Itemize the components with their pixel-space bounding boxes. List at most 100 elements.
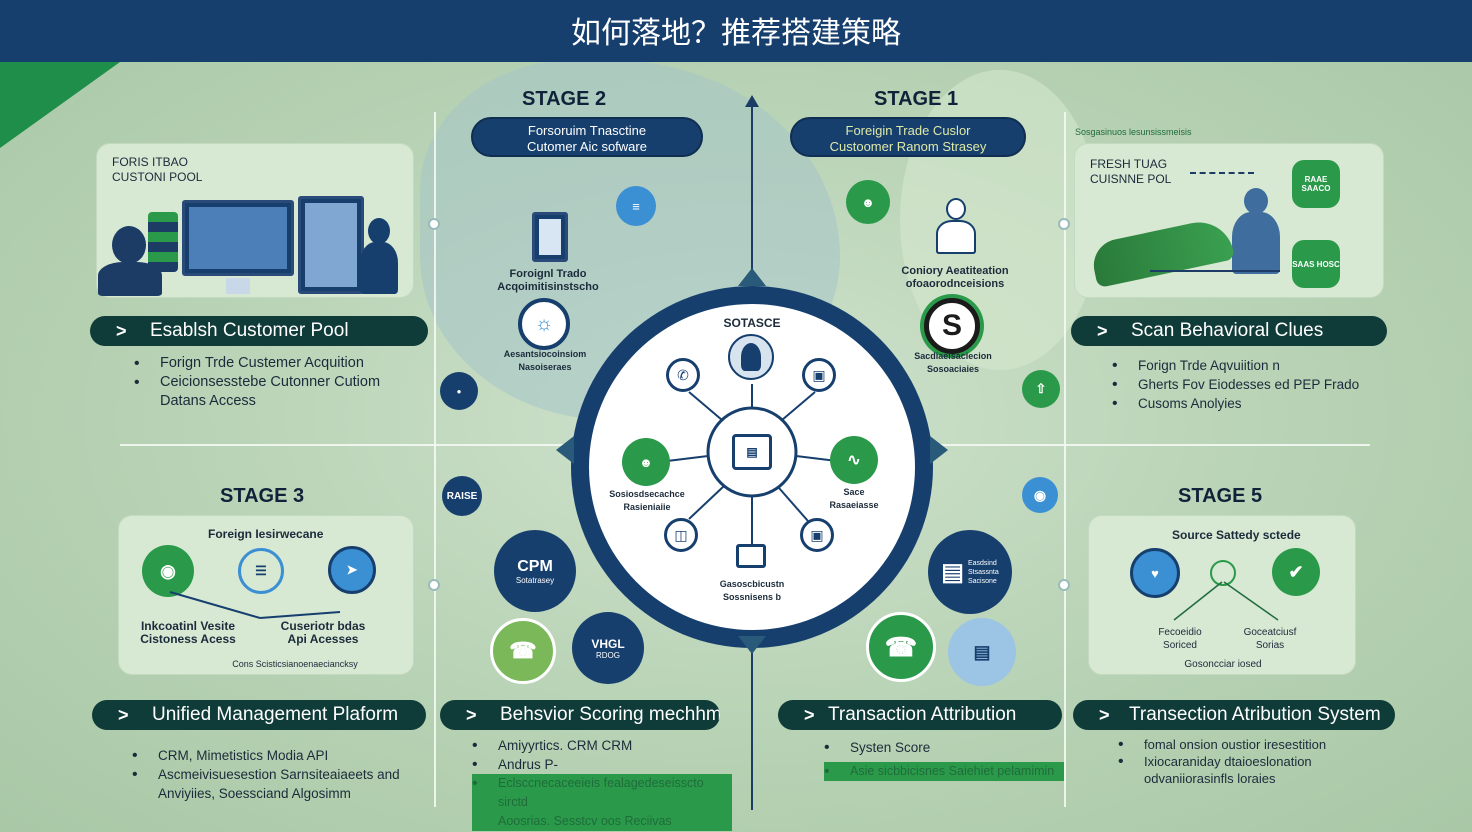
node-a-label: Inkcoatinl Vesite Cistoness Acess xyxy=(128,620,248,646)
caption-line: FORIS ITBAO xyxy=(112,155,189,169)
connector-dot xyxy=(1058,579,1070,591)
stage-1-pill: Foreigin Trade Cuslor Custoomer Ranom St… xyxy=(790,117,1026,157)
pill-line: Foreigin Trade Cuslor xyxy=(845,123,971,138)
label-line: Gasoscbicustn xyxy=(719,579,785,589)
whatsapp-icon: ☎ xyxy=(490,618,556,684)
card-caption: FORIS ITBAO CUSTONI POOL xyxy=(112,155,202,185)
label-line: Goceatciusf xyxy=(1243,627,1297,638)
whatsapp-icon: ☎ xyxy=(866,612,936,682)
node-a-label: Fecoeidio Soriced xyxy=(1140,626,1220,652)
stage-1-text-a: Coniory Aeatiteation ofoaorodnceisions xyxy=(890,265,1020,291)
label-line: Cistoness Acess xyxy=(140,632,236,646)
corner-accent xyxy=(0,62,120,148)
person-icon xyxy=(1232,188,1282,276)
bank-badge: ▤ Easdsind Stsassnta Sacisone xyxy=(928,530,1012,614)
flow-arrows xyxy=(169,591,341,619)
bank-icon: ▤ xyxy=(941,558,964,586)
banner-establish-pool: >Esablsh Customer Pool xyxy=(90,316,428,346)
label-line: Coniory Aeatiteation xyxy=(901,265,1009,277)
label-line: Aesantsiocoinsiom xyxy=(503,349,587,359)
list-stage-4-detail: Eclsccnecaceeieis fealagedeseisscto sirc… xyxy=(472,774,732,831)
badge-text: VHGL xyxy=(591,636,625,651)
pill-line: Custoomer Ranom Strasey xyxy=(829,139,987,154)
vertical-divider xyxy=(1064,112,1066,807)
location-pin-icon: ◉ xyxy=(142,545,194,597)
stage-2-label: STAGE 2 xyxy=(522,88,607,110)
cpm-badge: CPM Sotatrasey xyxy=(494,530,576,612)
caption-line: CUSTONI POOL xyxy=(112,170,203,184)
chat-icon: ● xyxy=(440,372,478,410)
list-item: CRM, Mimetistics Modia API xyxy=(132,746,432,765)
stage-1-text-b: Sacdiaeisaciecion Sosoaciaies xyxy=(900,350,1006,376)
label-line: ofoaorodnceisions xyxy=(905,278,1005,290)
badge-subtext: Sotatrasey xyxy=(515,575,555,585)
connector-line xyxy=(1150,270,1280,272)
upload-icon: ⇧ xyxy=(1022,370,1060,408)
list-stage-3: CRM, Mimetistics Modia API Ascmeivisuese… xyxy=(132,746,432,803)
user-icon: ☻ xyxy=(846,180,890,224)
connector-dot xyxy=(428,579,440,591)
list-item: Ixiocaraniday dtaioeslonation xyxy=(1118,753,1398,770)
pill-line: Cutomer Aic sofware xyxy=(527,139,647,154)
label-line: Rasieniaiie xyxy=(623,502,671,512)
label-line: Sacdiaeisaciecion xyxy=(914,351,992,361)
title-bar xyxy=(0,0,1472,62)
caption-line: FRESH TUAG xyxy=(1090,157,1168,171)
hub-right-label: Sace Rasaeiasse xyxy=(818,486,890,512)
label-line: Stsassnta xyxy=(967,568,999,576)
banner-text: Transaction Attribution xyxy=(828,704,1017,725)
person-icon xyxy=(98,226,168,296)
list-item: odvaniiorasinfls loraies xyxy=(1144,771,1276,786)
person-icon xyxy=(360,218,400,296)
card-footer: Gosoncciar iosed xyxy=(1184,659,1262,670)
doctor-icon xyxy=(936,198,976,256)
card-source-strategy xyxy=(1088,515,1356,675)
arrow-left-icon xyxy=(556,436,574,464)
tag-icon: ➤ xyxy=(328,546,376,594)
hub-node-icon xyxy=(1210,560,1236,586)
list-stage-4: Amiyyrtics. CRM CRM Andrus P- xyxy=(472,736,732,774)
laptop-node-icon xyxy=(736,544,766,568)
label-line: Sorias xyxy=(1255,640,1285,651)
document-icon xyxy=(532,212,568,262)
label-line: Easdsind xyxy=(967,559,997,567)
badge-subtext: RDOG xyxy=(596,650,620,660)
banner-behavior-scoring: >Behsvior Scoring mechhm xyxy=(440,700,720,730)
layers-icon: ≡ xyxy=(616,186,656,226)
label-line: Sacisone xyxy=(967,577,997,585)
chevron-right-icon: > xyxy=(466,705,477,725)
banner-scan-clues: >Scan Behavioral Clues xyxy=(1071,316,1387,346)
list-stage-1: Forign Trde Custemer Acquition Ceicionse… xyxy=(134,354,434,411)
banner-text: Unified Management Plaform xyxy=(152,704,399,725)
label-line: Sossnisens b xyxy=(722,592,782,602)
label-line: Api Acesses xyxy=(287,632,359,646)
stage-2-pill: Forsoruim Tnasctine Cutomer Aic sofware xyxy=(471,117,703,157)
monitor-icon xyxy=(182,200,294,276)
node-b-label: Cuseriotr bdas Api Acesses xyxy=(268,620,378,646)
card-caption: FRESH TUAG CUISNNE POL xyxy=(1090,157,1171,187)
page-title: 如何落地？推荐搭建策略 xyxy=(571,16,901,51)
list-item: Andrus P- xyxy=(472,755,732,774)
list-stage-6: fomal onsion oustior iresestition Ixioca… xyxy=(1118,736,1398,787)
bot-node-icon: ▣ xyxy=(800,518,834,552)
badge-b: SAAS HOSC xyxy=(1292,240,1340,288)
list-item: Ceicionsesstebe Cutonner Cutiom xyxy=(134,373,434,392)
stage-2-text-a: Foroignl Trado Acqoimitisinstscho xyxy=(488,268,608,294)
hub-left-label: Sosiosdsecachce Rasieniaiie xyxy=(606,488,688,514)
label-line: Inkcoatinl Vesite xyxy=(140,619,236,633)
label-line: Nasoiseraes xyxy=(518,362,572,372)
monitor-node-icon: ▤ xyxy=(732,434,772,470)
list-item: fomal onsion oustior iresestition xyxy=(1118,736,1398,753)
card-headline: Sosgasinuos lesunsissmeisis xyxy=(1075,127,1192,137)
list-item: Systen Score xyxy=(824,738,1054,757)
list-item: Eclsccnecaceeieis fealagedeseisscto sirc… xyxy=(472,774,732,812)
dashboard-icon xyxy=(298,196,364,294)
list-stage-5: Systen Score xyxy=(824,738,1054,757)
label-line: Acqoimitisinstscho xyxy=(497,281,599,293)
database-icon: ☰ xyxy=(238,548,284,594)
label-line: Foroignl Trado xyxy=(509,268,587,280)
connector-line xyxy=(1190,172,1254,174)
monitor-stand-icon xyxy=(226,278,250,294)
banner-text: Transection Atribution System xyxy=(1129,704,1381,725)
list-stage-5-detail: Asie sicbbicisnes Saiehiet pelamimin xyxy=(824,762,1064,781)
